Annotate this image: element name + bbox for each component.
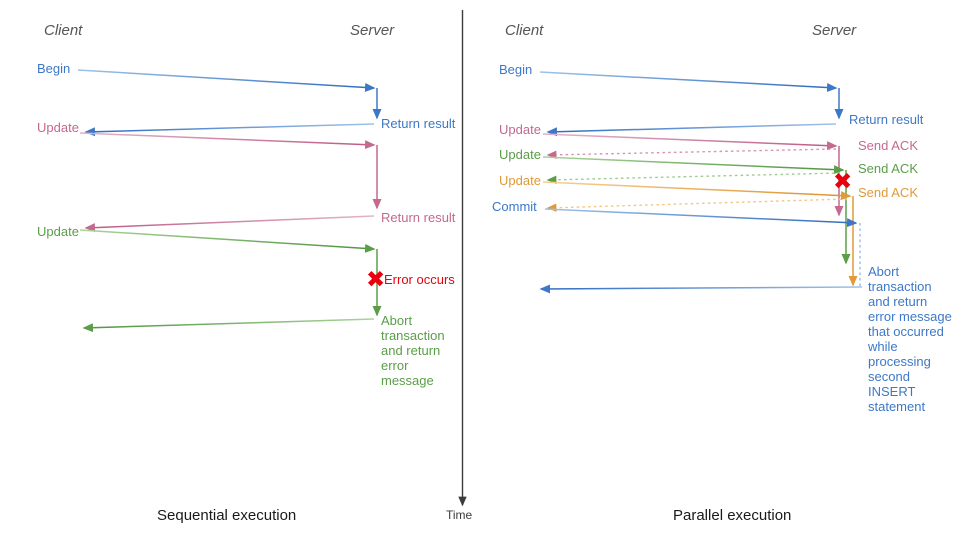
label-par-update-2: Update <box>499 147 541 162</box>
label-par-update-1: Update <box>499 122 541 137</box>
caption-sequential-execution: Sequential execution <box>157 507 297 524</box>
par-arrow-return-1 <box>546 123 837 137</box>
par-arrow-commit <box>544 208 858 228</box>
label-par-commit: Commit <box>492 199 537 214</box>
label-seq-update-1: Update <box>37 120 79 135</box>
seq-arrow-return-1 <box>84 123 375 137</box>
parallel-lane-server: Server <box>812 22 857 39</box>
error-x-icon-sequential: ✖ <box>366 266 386 292</box>
label-seq-error-occurs: Error occurs <box>384 272 455 287</box>
par-arrow-update-3 <box>542 181 852 201</box>
par-arrow-update-2 <box>542 156 845 175</box>
label-seq-update-2: Update <box>37 224 79 239</box>
par-ack-dotted-1 <box>546 148 837 160</box>
seq-arrow-update-2 <box>79 229 376 253</box>
label-par-send-ack-3: Send ACK <box>858 185 918 200</box>
par-arrow-begin <box>539 71 838 93</box>
label-seq-return-result-2: Return result <box>381 210 456 225</box>
error-x-icon-parallel: ✖ <box>833 168 853 194</box>
label-par-abort-message: Abort transaction and return error messa… <box>868 264 952 414</box>
par-ack-dotted-3 <box>546 198 848 212</box>
seq-arrow-update-1 <box>79 132 376 150</box>
caption-parallel-execution: Parallel execution <box>673 507 792 524</box>
label-par-return-result: Return result <box>849 112 924 127</box>
parallel-lane-client: Client <box>505 22 544 39</box>
seq-arrow-return-2 <box>84 215 375 233</box>
seq-arrow-begin <box>77 69 376 92</box>
par-arrow-abort <box>539 284 863 294</box>
seq-arrow-abort <box>82 318 375 333</box>
label-seq-return-result-1: Return result <box>381 116 456 131</box>
sequential-lane-server: Server <box>350 22 395 39</box>
label-par-update-3: Update <box>499 173 541 188</box>
sequential-lane-client: Client <box>44 22 83 39</box>
par-ack-dotted-2 <box>546 172 841 184</box>
label-par-begin: Begin <box>499 62 533 77</box>
label-par-send-ack-1: Send ACK <box>858 138 918 153</box>
label-seq-abort-message: Abort transaction and return error messa… <box>381 313 445 388</box>
par-arrow-update-1 <box>542 133 838 151</box>
label-par-send-ack-2: Send ACK <box>858 161 918 176</box>
label-seq-begin: Begin <box>37 61 71 76</box>
time-axis-label: Time <box>446 508 473 522</box>
